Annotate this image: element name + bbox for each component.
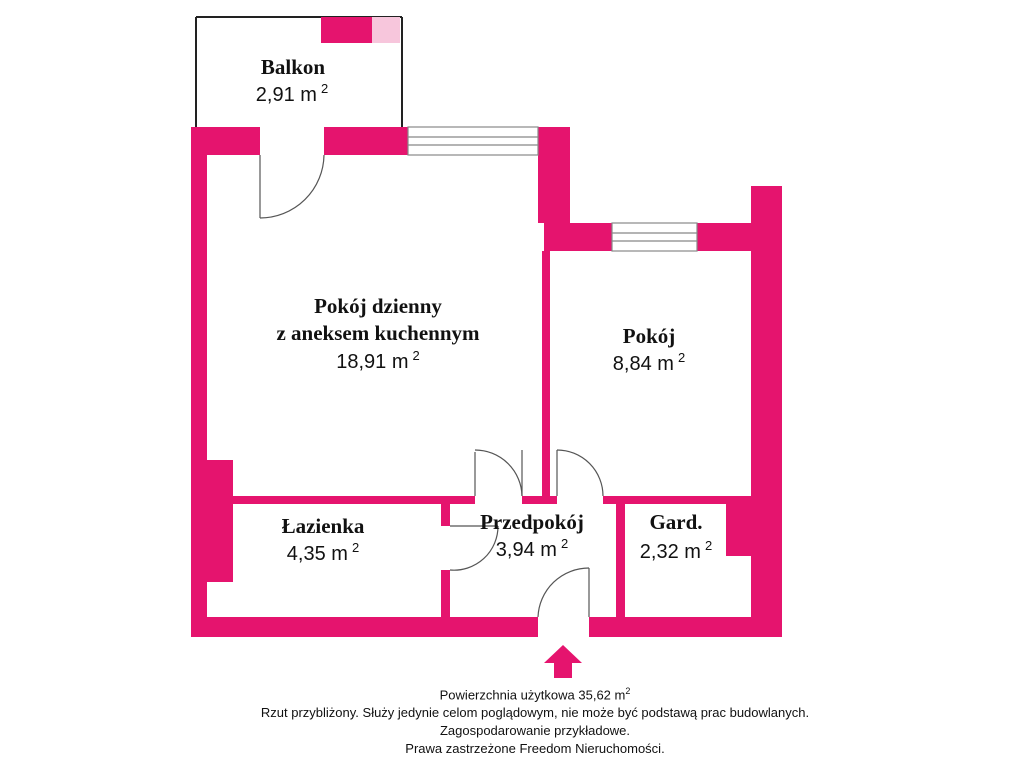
plan-footnote: Powierzchnia użytkowa 35,62 m2 Rzut przy…: [23, 682, 1024, 758]
furnishing-note: Zagospodarowanie przykładowe.: [439, 723, 631, 739]
exterior-walls: [191, 127, 782, 637]
interior-walls: [207, 251, 751, 617]
disclaimer-line: Rzut przybliżony. Służy jedynie celom po…: [260, 705, 810, 721]
door-swings: [259, 154, 604, 618]
room-name-line2: z aneksem kuchennym: [276, 321, 480, 345]
room-name-line1: Pokój dzienny: [314, 294, 442, 318]
total-area-line: Powierzchnia użytkowa 35,62 m2: [439, 686, 631, 703]
room-name: Pokój: [623, 324, 676, 348]
copyright-line: Prawa zastrzeżone Freedom Nieruchomości.: [405, 741, 665, 757]
balcony-outline: [195, 16, 403, 128]
room-name: Balkon: [261, 55, 326, 79]
windows: [407, 126, 698, 252]
room-pokoj-dzienny: Pokój dzienny z aneksem kuchennym 18,91 …: [276, 294, 480, 373]
entrance-arrow-icon: [544, 645, 582, 678]
room-name: Przedpokój: [480, 510, 584, 534]
room-name: Gard.: [649, 510, 702, 534]
room-name: Łazienka: [282, 514, 365, 538]
